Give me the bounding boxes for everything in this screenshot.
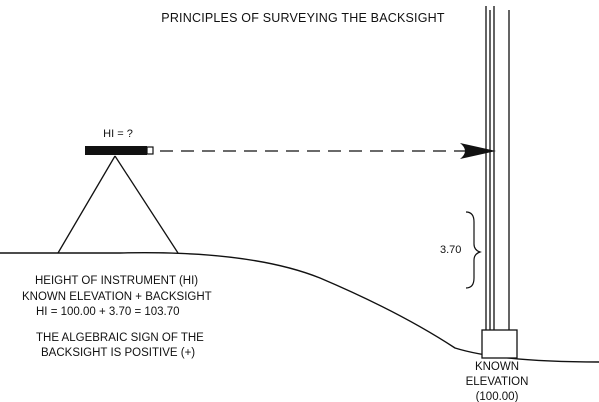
measurement-brace	[465, 211, 482, 289]
backsight-measurement-label: 3.70	[440, 244, 461, 256]
benchmark-block	[481, 329, 518, 359]
sign-note-line-2: BACKSIGHT IS POSITIVE (+)	[41, 347, 195, 359]
explanation-line-2: KNOWN ELEVATION + BACKSIGHT	[22, 291, 212, 303]
diagram-title: PRINCIPLES OF SURVEYING THE BACKSIGHT	[161, 11, 445, 25]
benchmark-label-line-2: ELEVATION	[466, 376, 529, 388]
explanation-line-1: HEIGHT OF INSTRUMENT (HI)	[35, 275, 198, 287]
leveling-rod	[485, 6, 510, 330]
benchmark-label-line-1: KNOWN	[475, 361, 519, 373]
level-instrument	[85, 146, 154, 155]
instrument-height-label: HI = ?	[103, 128, 133, 140]
sign-note-line-1: THE ALGEBRAIC SIGN OF THE	[36, 332, 204, 344]
sight-arrowhead	[460, 143, 496, 159]
benchmark-label-line-3: (100.00)	[476, 391, 519, 402]
explanation-line-3: HI = 100.00 + 3.70 = 103.70	[36, 306, 180, 318]
tripod	[57, 155, 179, 254]
